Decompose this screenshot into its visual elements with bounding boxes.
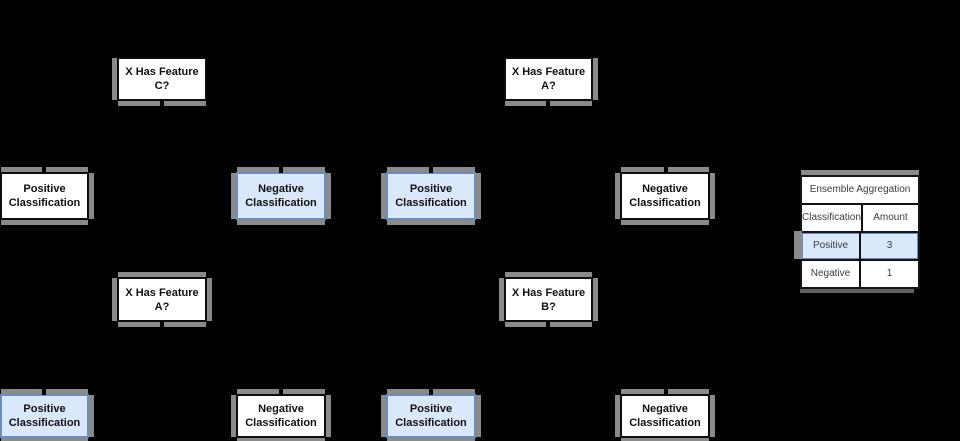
leaf-negative-tree2: Negative Classification (620, 172, 710, 220)
column-header-amount: Amount (873, 212, 908, 223)
leaf-positive-tree4: Positive Classification (386, 394, 476, 438)
leaf-positive-tree2: Positive Classification (386, 172, 476, 220)
leaf-negative-tree4: Negative Classification (620, 394, 710, 438)
decision-node-feature-c: X Has Feature C? (117, 57, 207, 101)
leaf-negative-tree1: Negative Classification (236, 172, 326, 220)
cell-negative-label: Negative (802, 261, 861, 287)
decision-node-feature-a-top: X Has Feature A? (504, 57, 593, 101)
ensemble-aggregation-table: Ensemble Aggregation Classification Amou… (800, 175, 920, 289)
table-title: Ensemble Aggregation (802, 177, 918, 205)
table-row-negative: Negative 1 (802, 259, 918, 287)
decision-node-feature-a-bottom: X Has Feature A? (117, 277, 207, 322)
cell-positive-amount: 3 (886, 240, 893, 251)
decision-node-feature-b: X Has Feature B? (504, 277, 593, 322)
leaf-negative-tree3: Negative Classification (236, 394, 326, 438)
table-header-row: Classification Amount (802, 205, 918, 231)
cell-negative-amount: 1 (886, 268, 893, 279)
table-row-positive: Positive 3 (802, 231, 918, 259)
column-header-classification: Classification (802, 205, 863, 231)
leaf-positive-tree1: Positive Classification (0, 172, 89, 220)
cell-positive-label: Positive (802, 233, 861, 259)
leaf-positive-tree3: Positive Classification (0, 394, 89, 438)
